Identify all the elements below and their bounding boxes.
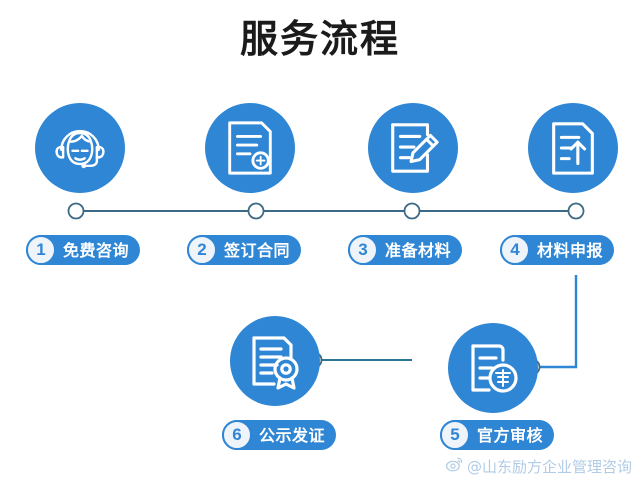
step-label-1[interactable]: 1 免费咨询 <box>26 235 141 265</box>
document-review-stamp-icon <box>464 339 522 397</box>
step-number-2: 2 <box>187 235 217 265</box>
headset-agent-icon <box>50 118 110 178</box>
step-label-2[interactable]: 2 签订合同 <box>187 235 302 265</box>
step-label-3[interactable]: 3 准备材料 <box>348 235 463 265</box>
document-upload-arrow-icon <box>546 119 600 177</box>
step-number-5: 5 <box>440 420 470 450</box>
step-icon-3[interactable] <box>368 103 458 193</box>
watermark: @山东励方企业管理咨询 <box>445 455 632 479</box>
page-title: 服务流程 <box>239 17 400 61</box>
step-number-4: 4 <box>500 235 530 265</box>
step-number-6: 6 <box>222 420 252 450</box>
step-label-6[interactable]: 6 公示发证 <box>222 420 337 450</box>
step-icon-4[interactable] <box>528 103 618 193</box>
step-label-5[interactable]: 5 官方审核 <box>440 420 555 450</box>
step-icon-2[interactable] <box>205 103 295 193</box>
step-icon-6[interactable] <box>230 316 320 406</box>
watermark-text: @山东励方企业管理咨询 <box>466 457 632 476</box>
step-text-5: 官方审核 <box>477 425 544 445</box>
step-text-3: 准备材料 <box>385 240 452 260</box>
step-number-1: 1 <box>26 235 56 265</box>
step-text-6: 公示发证 <box>259 425 326 445</box>
step-number-3: 3 <box>348 235 378 265</box>
document-pencil-icon <box>384 120 442 176</box>
step-text-4: 材料申报 <box>537 240 604 260</box>
step-text-2: 签订合同 <box>224 240 291 260</box>
step-label-4[interactable]: 4 材料申报 <box>500 235 615 265</box>
step-icon-1[interactable] <box>35 103 125 193</box>
step-icon-5[interactable] <box>448 323 538 413</box>
step-text-1: 免费咨询 <box>63 240 130 260</box>
certificate-award-icon <box>246 332 304 390</box>
contract-seal-icon <box>223 119 277 177</box>
weibo-eye-icon <box>445 455 464 479</box>
